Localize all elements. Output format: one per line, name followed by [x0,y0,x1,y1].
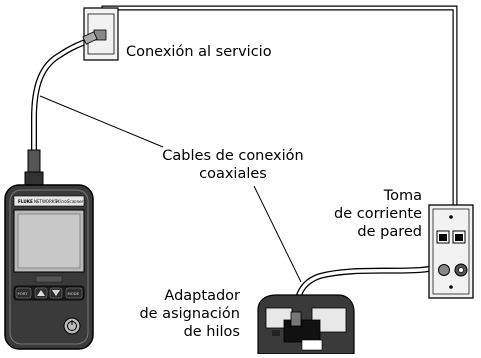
label-wall-outlet-2: de corriente [334,206,422,222]
label-wiremap-2: de asignación [139,306,240,322]
rj45-jack-icon [436,230,466,244]
service-wall-plate [82,7,119,61]
cable-tester: FLUKE NETWORKS MicroScanner PORT MODE [4,149,94,350]
tester-model-b: MicroScanner [56,199,84,204]
arrow-up-icon [34,287,48,299]
power-button-icon [63,317,81,335]
wall-outlet-plate [428,204,474,299]
label-service-connection: Conexión al servicio [126,44,272,60]
wiremap-adapter [257,294,355,355]
mode-button-label: MODE [68,291,80,296]
mode-button [65,287,83,299]
label-wiremap-1: Adaptador [164,288,240,304]
label-wall-outlet-3: de pared [357,224,422,240]
port-button [15,287,32,299]
label-wall-outlet-1: Toma [383,188,422,204]
coax-cable-service [31,37,93,178]
label-patch-cables-2: coaxiales [199,166,267,182]
leader-lines [39,95,302,283]
label-patch-cables-1: Cables de conexión [162,148,304,164]
coax-connector-icon [438,263,468,277]
tester-model-a: NETWORKS [34,199,57,204]
label-wiremap-3: de hilos [183,324,240,340]
tester-brand: FLUKE [18,199,33,204]
coax-connector-icon [82,29,107,45]
arrow-down-icon [49,287,63,299]
port-button-label: PORT [18,291,29,296]
